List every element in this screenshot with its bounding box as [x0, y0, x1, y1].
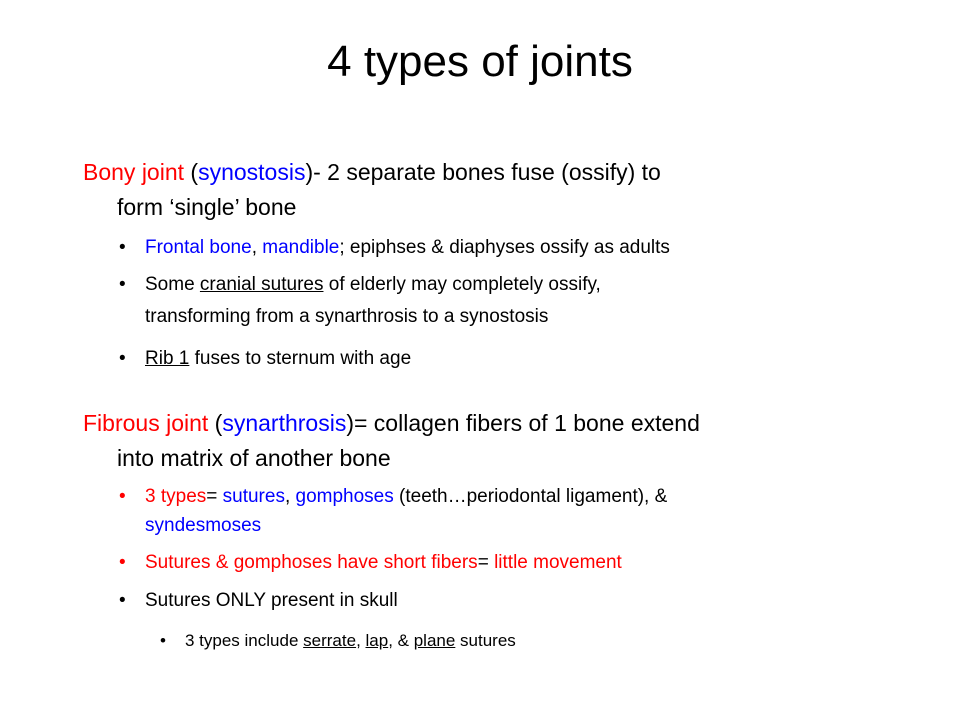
comma: , — [251, 237, 263, 258]
plane-term: plane — [413, 631, 456, 650]
equals: = — [477, 552, 495, 573]
fibrous-bullet-types: 3 types= sutures, gomphoses (teeth…perio… — [145, 485, 667, 509]
slide-title: 4 types of joints — [327, 37, 633, 86]
bony-bullet-frontal: Frontal bone, mandible; epiphses & diaph… — [145, 236, 670, 260]
bullet-marker: • — [119, 552, 126, 573]
sutures-term: sutures — [222, 486, 285, 507]
bony-joint-heading-line2: form ‘single’ bone — [117, 194, 297, 220]
bony-bullet2-rest: of elderly may completely ossify, — [323, 274, 601, 295]
comma: , — [284, 486, 296, 507]
suture-types-subbullet: 3 types include serrate, lap, & plane su… — [185, 630, 516, 652]
bony-bullet1-rest: ; epiphses & diaphyses ossify as adults — [339, 237, 670, 258]
suture-types-post: sutures — [455, 631, 516, 650]
bony-joint-term: Bony joint — [83, 159, 185, 185]
short-fibers-text: Sutures & gomphoses have short fibers — [145, 552, 478, 573]
cranial-sutures-term: cranial sutures — [199, 274, 324, 295]
some-text: Some — [145, 274, 200, 295]
bony-bullet-cranial-line2: transforming from a synarthrosis to a sy… — [145, 306, 549, 327]
bullet-marker: • — [119, 237, 126, 258]
equals: = — [206, 486, 223, 507]
mandible-term: mandible — [262, 237, 340, 258]
bullet-marker: • — [119, 348, 126, 369]
fibrous-joint-term: Fibrous joint — [83, 410, 209, 436]
bony-bullet-cranial: Some cranial sutures of elderly may comp… — [145, 273, 601, 297]
suture-types-pre: 3 types include — [185, 631, 304, 650]
fibrous-open-paren: ( — [208, 410, 223, 436]
fibrous-joint-heading-line2: into matrix of another bone — [117, 445, 391, 471]
synarthrosis-term: synarthrosis — [222, 410, 347, 436]
bony-open-paren: ( — [184, 159, 199, 185]
rib-1-term: Rib 1 — [145, 348, 190, 369]
ampersand: , & — [388, 631, 414, 650]
bony-bullet-rib: Rib 1 fuses to sternum with age — [145, 347, 411, 371]
gomphoses-term: gomphoses — [295, 486, 394, 507]
comma: , — [356, 631, 366, 650]
bony-joint-heading: Bony joint (synostosis)- 2 separate bone… — [83, 158, 661, 186]
fibrous-bullet1-rest: (teeth…periodontal ligament), & — [393, 486, 668, 507]
frontal-bone-term: Frontal bone — [145, 237, 252, 258]
little-movement-text: little movement — [494, 552, 622, 573]
lap-term: lap — [365, 631, 389, 650]
bullet-marker: • — [119, 590, 126, 611]
serrate-term: serrate — [303, 631, 357, 650]
bony-heading-rest: )- 2 separate bones fuse (ossify) to — [305, 159, 661, 185]
bony-bullet3-rest: fuses to sternum with age — [189, 348, 412, 369]
fibrous-joint-heading: Fibrous joint (synarthrosis)= collagen f… — [83, 409, 700, 437]
sub-bullet-marker: • — [160, 631, 166, 650]
fibrous-bullet-short-fibers: Sutures & gomphoses have short fibers= l… — [145, 551, 622, 575]
three-types-term: 3 types — [145, 486, 207, 507]
bullet-marker: • — [119, 274, 126, 295]
bullet-marker: • — [119, 486, 126, 507]
synostosis-term: synostosis — [198, 159, 306, 185]
fibrous-heading-rest: )= collagen fibers of 1 bone extend — [346, 410, 700, 436]
syndesmoses-term: syndesmoses — [145, 515, 262, 536]
fibrous-bullet-skull: Sutures ONLY present in skull — [145, 590, 398, 611]
